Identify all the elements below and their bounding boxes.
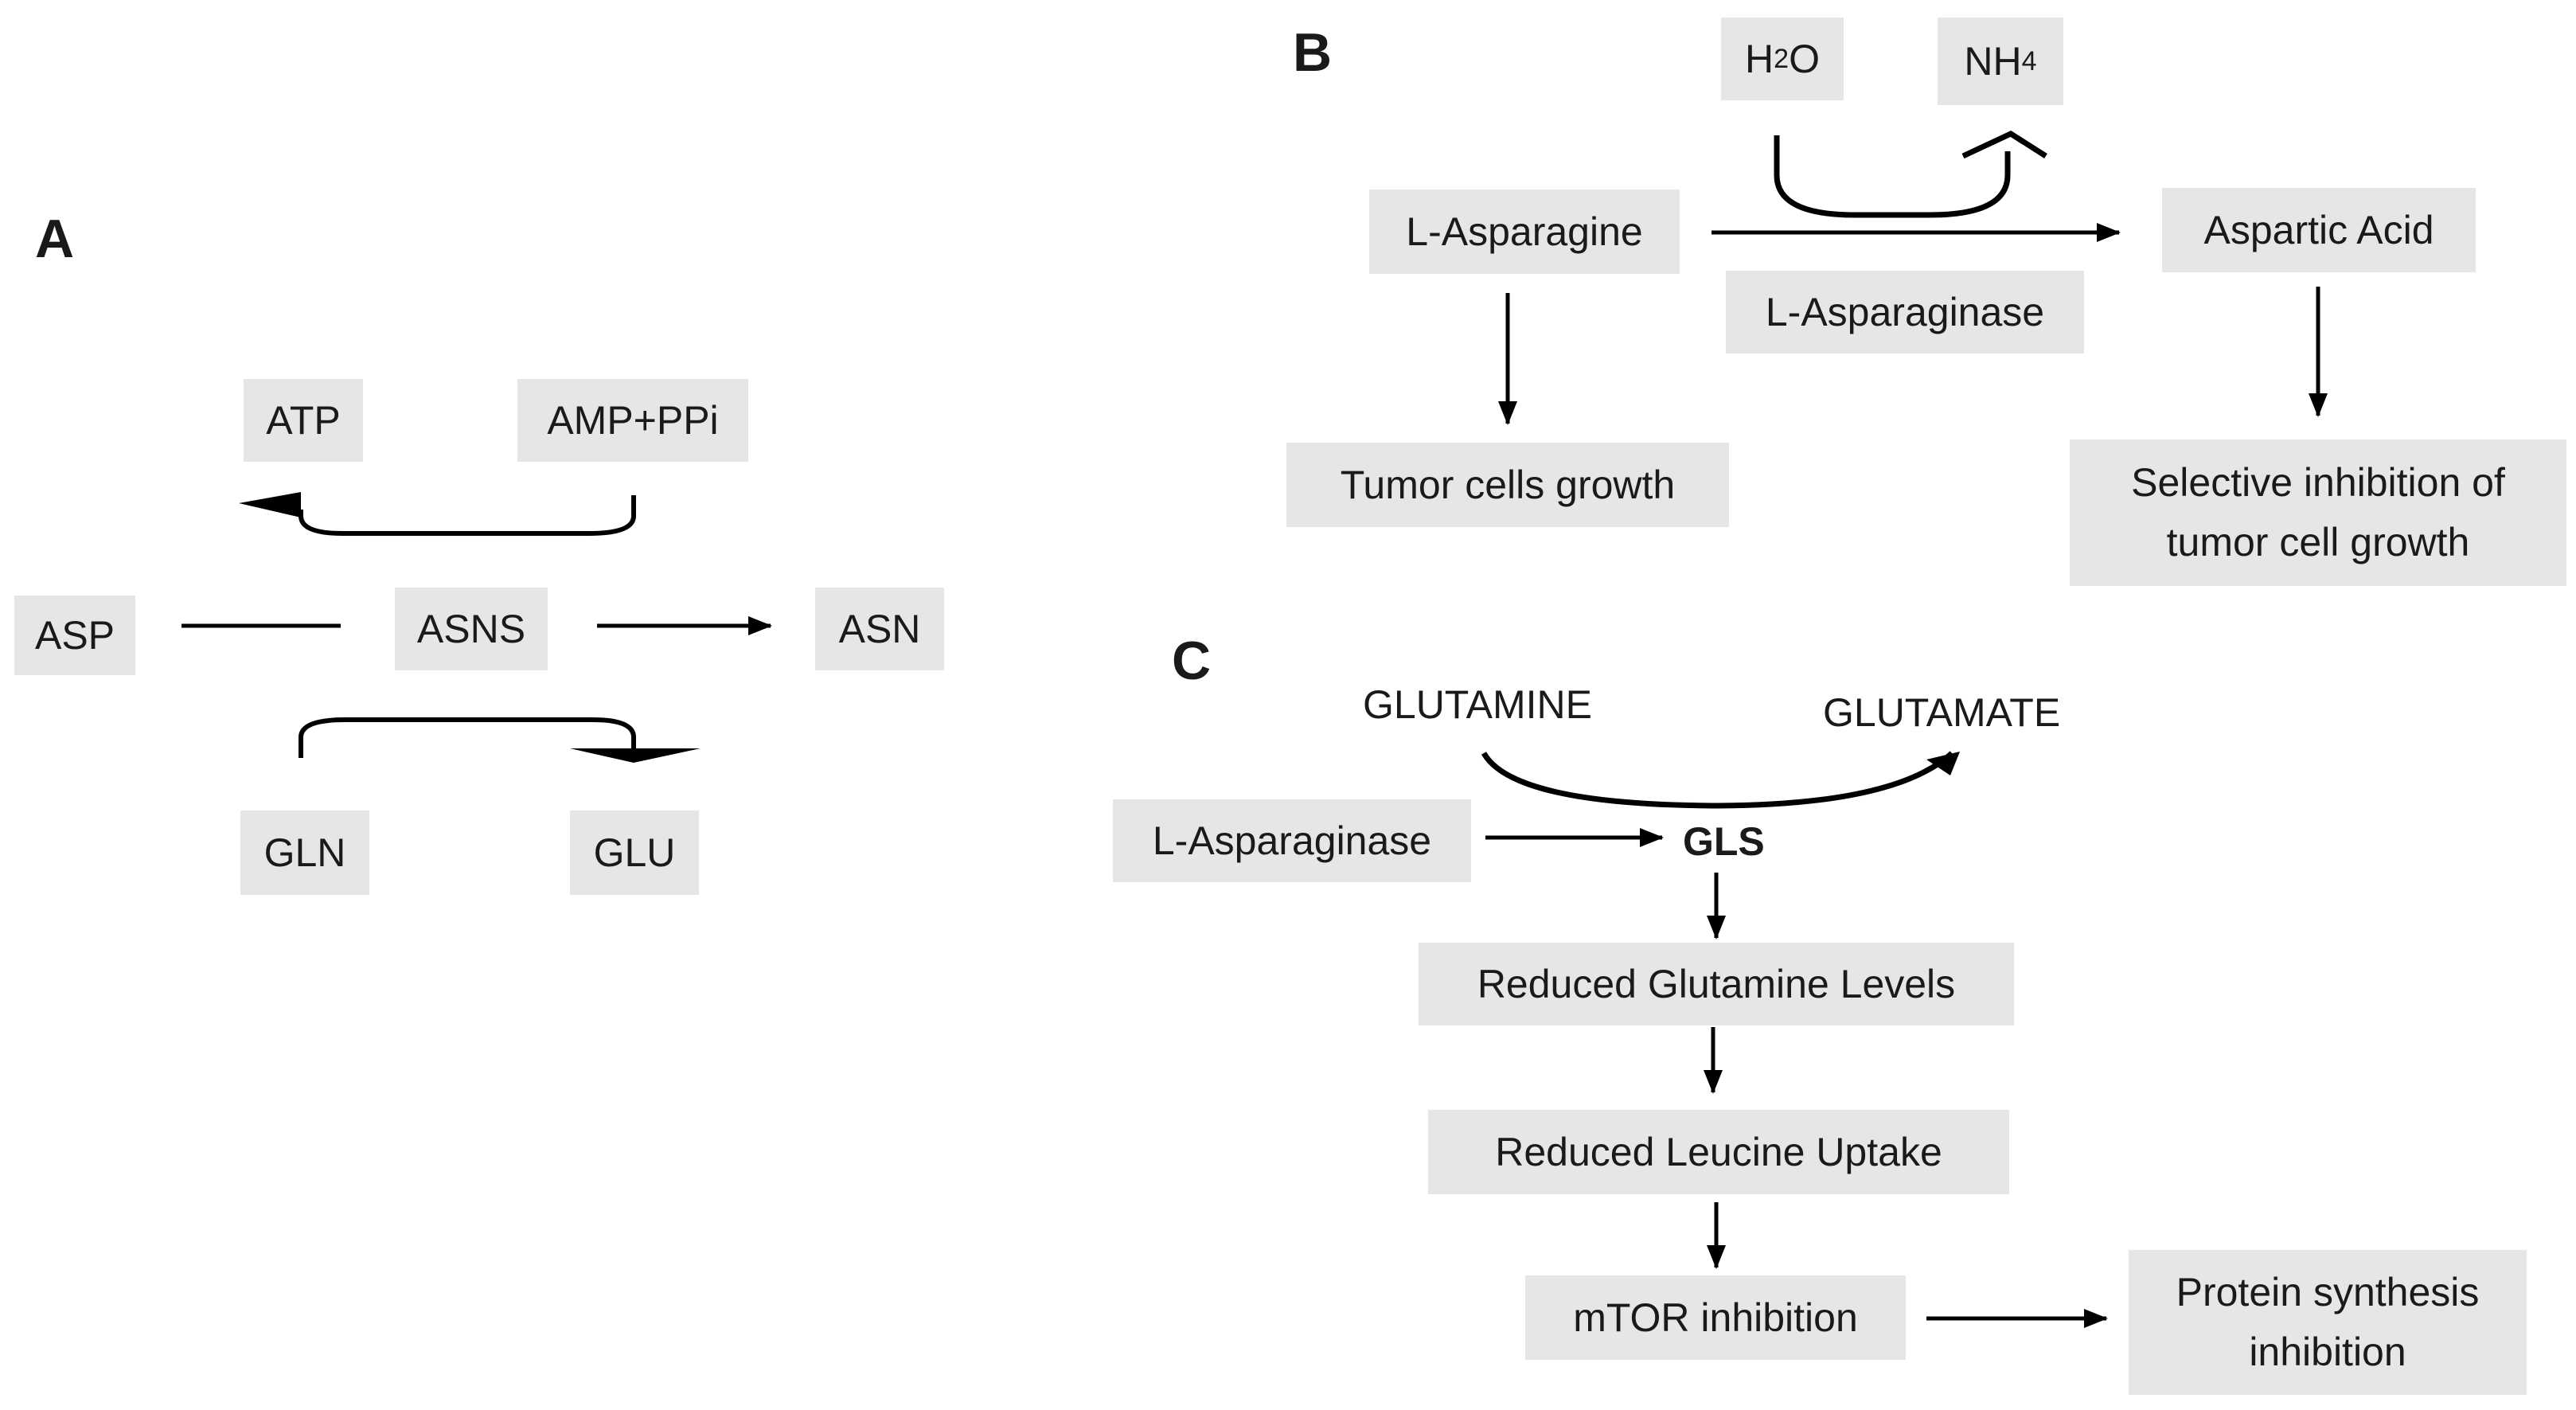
glutamine-label: GLUTAMINE <box>1363 682 1592 727</box>
atp-amp-curved-arrow <box>299 495 636 536</box>
l-asparagine-node: L-Asparagine <box>1369 189 1680 274</box>
protein-synthesis-node: Protein synthesis inhibition <box>2129 1250 2527 1395</box>
selective-inhibition-line2: tumor cell growth <box>2166 520 2470 564</box>
panel-b-label: B <box>1293 22 1333 83</box>
atp-node: ATP <box>244 379 363 462</box>
water-subscript: 2 <box>1774 44 1790 74</box>
water-rest: O <box>1789 37 1820 81</box>
mtor-inhibition-node: mTOR inhibition <box>1525 1275 1906 1360</box>
glu-arrowhead <box>570 748 701 763</box>
panel-a-label: A <box>35 209 75 269</box>
glutamine-glutamate-curved-arrow <box>1481 751 1954 809</box>
aspartic-acid-node: Aspartic Acid <box>2162 188 2476 272</box>
protein-synthesis-line1: Protein synthesis <box>2176 1270 2480 1314</box>
glu-node: GLU <box>570 810 699 895</box>
ammonium-arrowhead <box>1961 131 2047 159</box>
water-base: H <box>1745 37 1774 81</box>
panel-c-label: C <box>1172 631 1212 691</box>
gln-node: GLN <box>240 810 369 895</box>
glutamate-label: GLUTAMATE <box>1823 690 2061 735</box>
asp-node: ASP <box>14 596 135 675</box>
reduced-glutamine-node: Reduced Glutamine Levels <box>1419 943 2014 1025</box>
asn-node: ASN <box>815 588 944 670</box>
ammonium-base: NH <box>1964 39 2022 84</box>
amp-ppi-node: AMP+PPi <box>517 379 748 462</box>
selective-inhibition-line1: Selective inhibition of <box>2131 460 2505 505</box>
l-asparaginase-node: L-Asparaginase <box>1113 799 1471 882</box>
gls-label: GLS <box>1683 819 1765 864</box>
ammonium-subscript: 4 <box>2021 46 2037 76</box>
glutamate-arrowhead <box>1926 752 1960 775</box>
atp-arrowhead <box>239 492 301 518</box>
reduced-leucine-node: Reduced Leucine Uptake <box>1428 1110 2009 1194</box>
protein-synthesis-line2: inhibition <box>2249 1330 2406 1374</box>
selective-inhibition-node: Selective inhibition of tumor cell growt… <box>2070 439 2566 586</box>
asns-node: ASNS <box>395 588 548 670</box>
gln-glu-curved-arrow <box>299 717 636 758</box>
l-asparaginase-enzyme-node: L-Asparaginase <box>1726 271 2084 353</box>
tumor-growth-node: Tumor cells growth <box>1286 443 1729 527</box>
water-ammonium-curved-arrow <box>1774 135 2011 218</box>
